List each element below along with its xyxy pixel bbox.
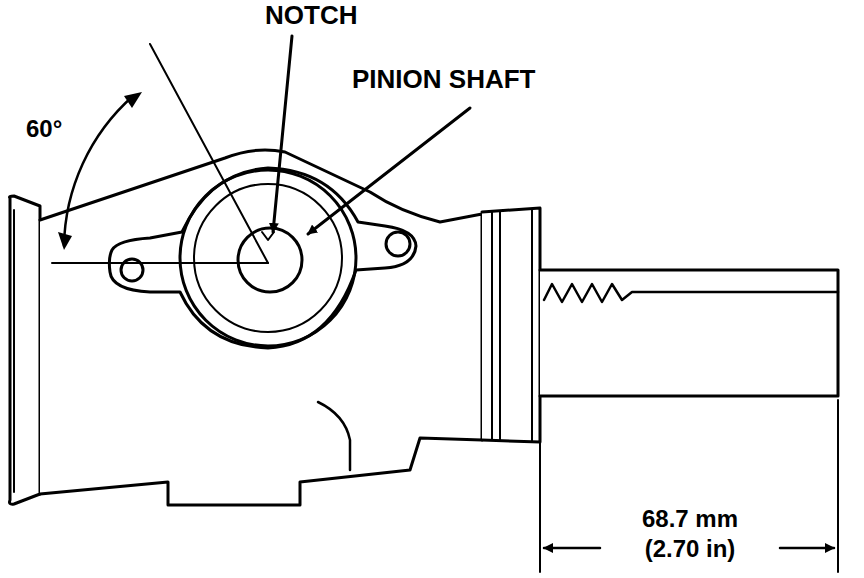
part-label: PINION SHAFT xyxy=(352,66,535,93)
part-label: NOTCH xyxy=(265,2,357,29)
dimension-label: 68.7 mm xyxy=(642,506,738,531)
dimension-label: (2.70 in) xyxy=(641,536,740,561)
angle-label: 60° xyxy=(26,116,62,141)
